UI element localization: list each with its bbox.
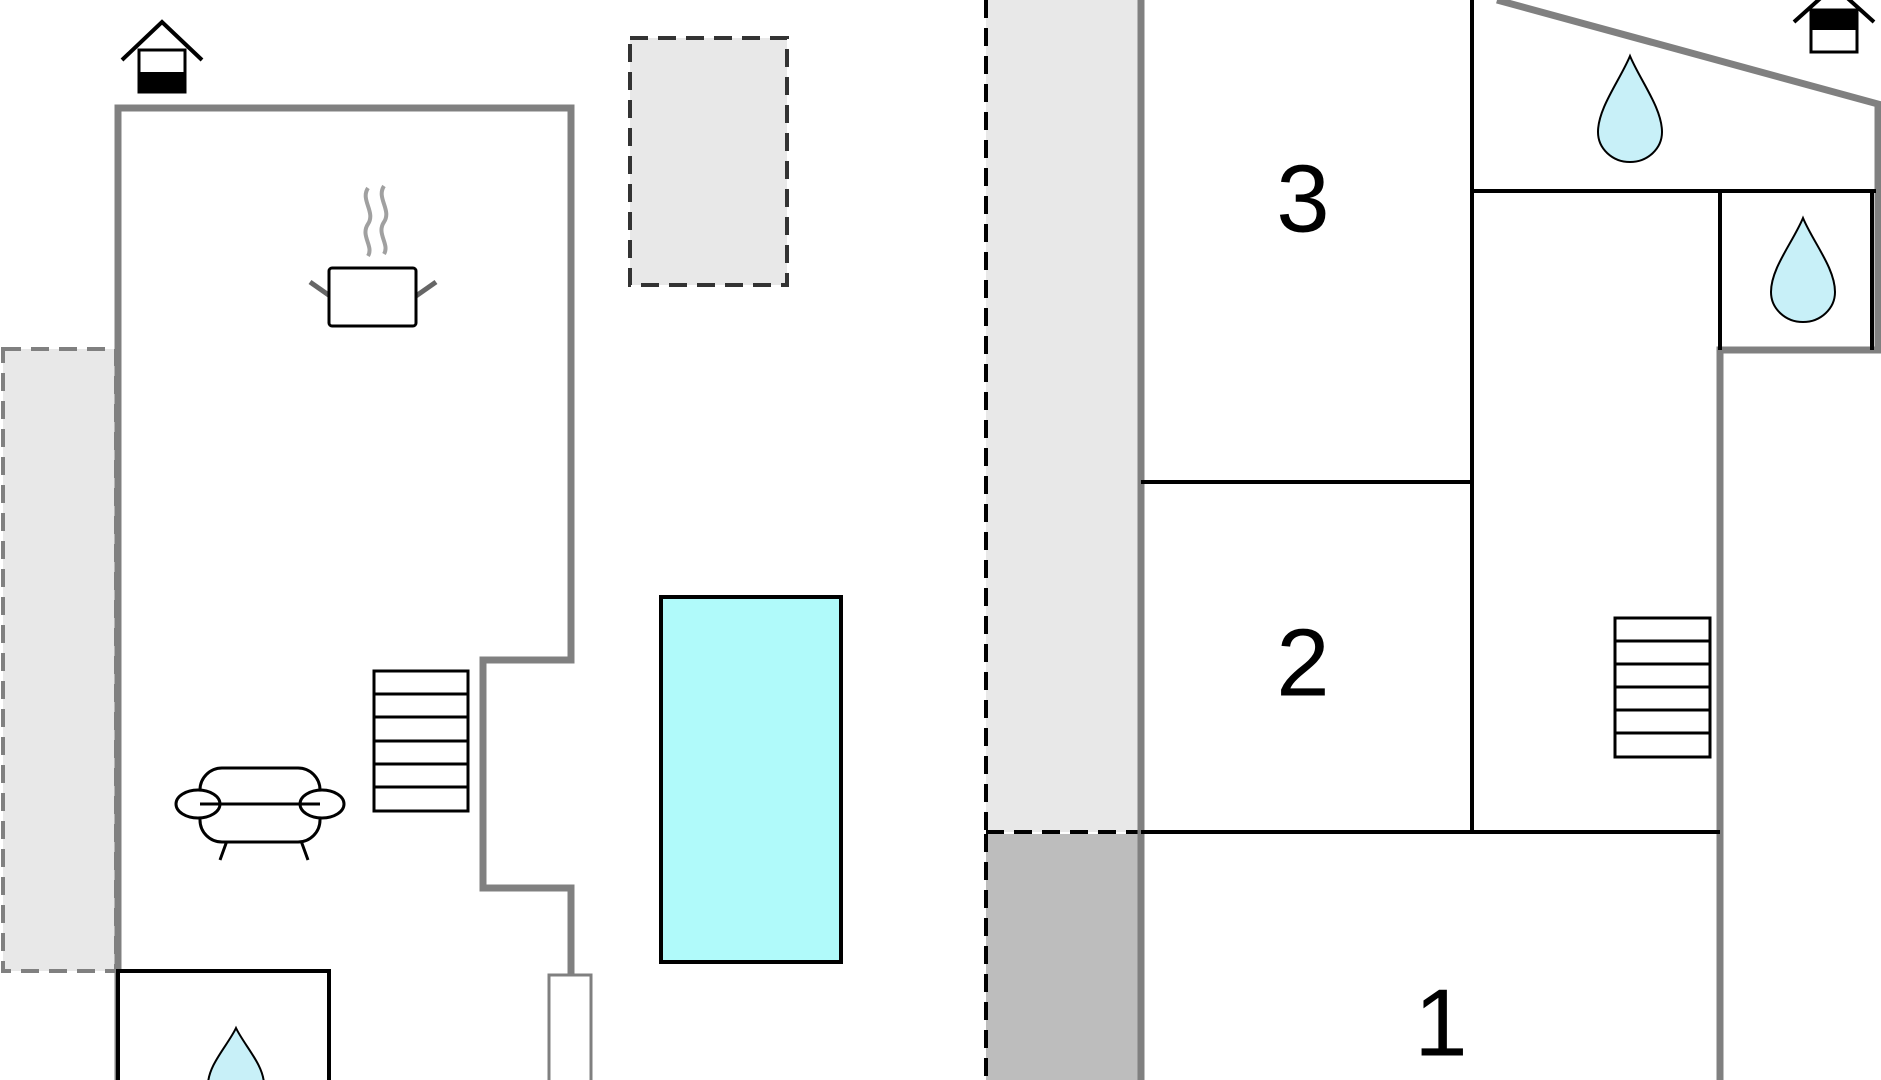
- room-label-1: 1: [1414, 969, 1467, 1076]
- room-label-3: 3: [1276, 145, 1329, 252]
- pool: [659, 595, 843, 964]
- terrace-right: [986, 0, 1141, 832]
- kitchen-icon: [308, 184, 438, 328]
- sofa-icon: [174, 766, 346, 861]
- water-drop-icon: [207, 1025, 265, 1080]
- room-label-2: 2: [1276, 609, 1329, 716]
- terrace-top: [628, 36, 789, 287]
- entrance-icon: [120, 19, 204, 94]
- outer-wall-left: [114, 104, 575, 1080]
- water-drop-icon: [1769, 215, 1837, 323]
- water-drop-icon: [1596, 53, 1664, 163]
- terrace-left: [1, 347, 118, 973]
- partitions: [1141, 0, 1876, 834]
- gate: [547, 973, 593, 1080]
- covered-terrace: [986, 834, 1141, 1080]
- outer-wall-right-east: [1496, 0, 1881, 1080]
- entrance-icon: [1792, 0, 1876, 54]
- stairs-icon: [372, 669, 470, 813]
- stairs-icon: [1613, 616, 1712, 759]
